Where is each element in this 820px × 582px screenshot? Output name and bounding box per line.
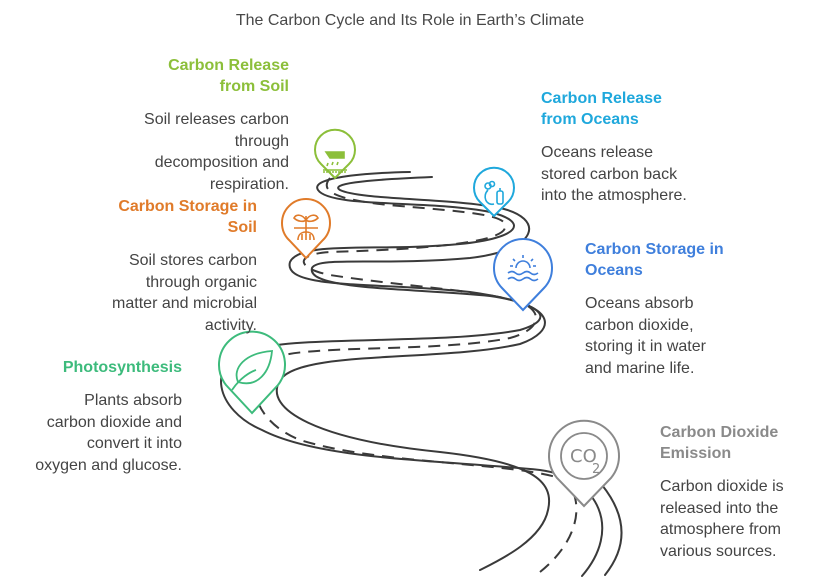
desc-line: carbon dioxide, — [585, 316, 694, 334]
desc-line: Carbon dioxide is — [660, 478, 784, 495]
desc-line: atmosphere from — [660, 521, 781, 538]
step-heading: Carbon Storage in Oceans — [585, 239, 805, 281]
desc-line: carbon dioxide and — [46, 413, 182, 431]
step-carbon-release-soil: Carbon Release from Soil Soil releases c… — [89, 55, 289, 195]
desc-line: various sources. — [660, 542, 777, 560]
desc-line: oxygen and glucose. — [35, 456, 182, 474]
desc-line: decomposition and — [154, 154, 289, 171]
desc-line: Soil releases carbon — [144, 111, 289, 128]
step-description: Soil stores carbon through organic matte… — [57, 250, 257, 336]
step-heading: Carbon Dioxide Emission — [660, 422, 820, 464]
step-heading: Photosynthesis — [0, 357, 182, 378]
heading-line: Carbon Release — [541, 90, 662, 107]
marker-carbon-storage-soil — [281, 198, 331, 260]
step-heading: Carbon Storage in Soil — [57, 196, 257, 238]
heading-line: Photosynthesis — [62, 359, 182, 376]
marker-carbon-release-soil — [314, 128, 356, 180]
co2-subscript: 2 — [592, 462, 600, 477]
desc-line: into the atmosphere. — [541, 187, 687, 204]
heading-line: Carbon Storage in — [585, 241, 724, 258]
step-carbon-storage-soil: Carbon Storage in Soil Soil stores carbo… — [57, 196, 257, 336]
step-description: Carbon dioxide is released into the atmo… — [660, 476, 820, 562]
step-photosynthesis: Photosynthesis Plants absorb carbon diox… — [0, 357, 182, 476]
leaf-icon — [231, 350, 273, 391]
marker-carbon-storage-oceans — [493, 238, 553, 312]
desc-line: released into the — [660, 499, 779, 517]
step-heading: Carbon Release from Oceans — [541, 88, 761, 130]
desc-line: Soil stores carbon — [128, 252, 257, 269]
gas-cylinder-icon — [484, 180, 504, 206]
desc-line: storing it in water — [585, 338, 706, 355]
marker-photosynthesis — [218, 330, 286, 415]
step-description: Oceans absorb carbon dioxide, storing it… — [585, 293, 805, 379]
heading-line: from Soil — [219, 78, 289, 95]
heading-line: Carbon Storage in — [118, 198, 257, 215]
step-description: Plants absorb carbon dioxide and convert… — [0, 390, 182, 476]
heading-line: Soil — [227, 219, 257, 236]
desc-line: activity. — [204, 316, 257, 334]
step-carbon-release-oceans: Carbon Release from Oceans Oceans releas… — [541, 88, 761, 207]
step-heading: Carbon Release from Soil — [89, 55, 289, 97]
desc-line: through — [234, 132, 289, 150]
diagram-title: The Carbon Cycle and Its Role in Earth’s… — [235, 12, 585, 29]
heading-line: Emission — [660, 445, 732, 462]
desc-line: and marine life. — [585, 359, 695, 377]
desc-line: Plants absorb — [84, 392, 182, 409]
heading-line: Carbon Dioxide — [660, 424, 779, 441]
road-edge-right — [601, 484, 623, 576]
desc-line: matter and microbial — [112, 295, 257, 312]
marker-carbon-release-oceans — [473, 166, 515, 218]
desc-line: stored carbon back — [541, 165, 678, 183]
step-carbon-dioxide-emission: Carbon Dioxide Emission Carbon dioxide i… — [660, 422, 820, 562]
heading-line: Oceans — [585, 262, 643, 279]
marker-carbon-dioxide-emission: CO 2 — [548, 419, 620, 508]
road-centerline — [254, 177, 578, 573]
step-description: Soil releases carbon through decompositi… — [89, 109, 289, 195]
desc-line: Oceans release — [541, 144, 654, 161]
desc-line: convert it into — [86, 435, 182, 452]
desc-line: through organic — [145, 273, 257, 291]
rain-soil-icon — [323, 151, 347, 173]
plant-roots-icon — [293, 214, 319, 241]
desc-line: respiration. — [209, 175, 289, 193]
heading-line: from Oceans — [541, 111, 639, 128]
heading-line: Carbon Release — [168, 57, 289, 74]
desc-line: Oceans absorb — [585, 295, 694, 312]
co2-icon: CO — [570, 446, 597, 467]
step-carbon-storage-oceans: Carbon Storage in Oceans Oceans absorb c… — [585, 239, 805, 379]
sun-waves-icon — [507, 255, 539, 282]
step-description: Oceans release stored carbon back into t… — [541, 142, 761, 207]
